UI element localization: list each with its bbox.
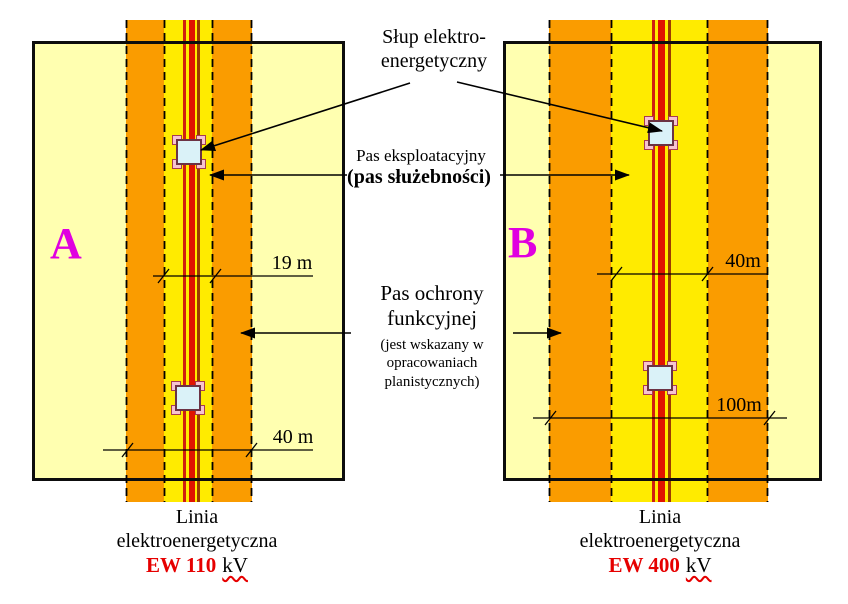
- pole-body: [648, 120, 674, 146]
- pole-symbol-b-upper: [644, 116, 678, 150]
- dimension-label-b-inner: 40m: [725, 250, 761, 272]
- caption-b-unit: kV: [685, 553, 712, 578]
- pole-annotation-line2: energetyczny: [380, 49, 488, 72]
- caption-a-voltage: EW 110: [146, 553, 217, 578]
- diagram-b-letter: B: [508, 218, 538, 267]
- power-line-b-center-wire: [658, 20, 665, 502]
- dimension-label-a-outer: 40 m: [272, 426, 314, 448]
- protection-note-line2: opracowaniach: [386, 355, 478, 372]
- pole-symbol-b-lower: [643, 361, 677, 395]
- pole-body: [647, 365, 673, 391]
- protection-note-line3: planistycznych): [384, 373, 480, 390]
- caption-b-line1: Linia: [638, 506, 682, 528]
- power-line-b-left-wire: [652, 20, 655, 502]
- exploitation-annotation-line2: (pas służebności): [347, 166, 491, 188]
- power-line-a-left-wire: [183, 20, 186, 502]
- protection-note-line1: (jest wskazany w: [380, 337, 484, 353]
- pole-body: [175, 385, 201, 411]
- pole-annotation-line1: Słup elektro-: [382, 26, 486, 48]
- pole-symbol-a-upper: [172, 135, 206, 169]
- caption-a-line1: Linia: [175, 506, 219, 528]
- caption-b-line2: elektroenergetyczna: [579, 529, 741, 552]
- power-line-a-center-wire: [189, 20, 195, 502]
- caption-a-line2: elektroenergetyczna: [116, 529, 278, 552]
- diagram-a-letter: A: [50, 219, 82, 268]
- pole-body: [176, 139, 202, 165]
- diagram-a-border: [32, 41, 345, 481]
- protection-annotation-line1: Pas ochrony: [380, 281, 484, 305]
- exploitation-annotation-line1: Pas eksploatacyjny: [356, 146, 486, 165]
- power-line-b-right-wire: [668, 20, 671, 502]
- protection-annotation-line2: funkcyjnej: [387, 305, 477, 330]
- pole-symbol-a-lower: [171, 381, 205, 415]
- dimension-label-b-outer: 100m: [716, 394, 762, 416]
- caption-a-unit: kV: [222, 553, 248, 578]
- dimension-label-a-inner: 19 m: [271, 252, 313, 274]
- pole-annotation-label: Słup elektro- energetyczny: [381, 26, 487, 73]
- protection-annotation-label: Pas ochrony funkcyjnej: [380, 281, 483, 331]
- protection-annotation-note: (jest wskazany w opracowaniach planistyc…: [380, 336, 483, 391]
- power-line-a-right-wire: [197, 20, 200, 502]
- diagram-b-border: [503, 41, 822, 481]
- caption-b-voltage: EW 400: [608, 553, 680, 578]
